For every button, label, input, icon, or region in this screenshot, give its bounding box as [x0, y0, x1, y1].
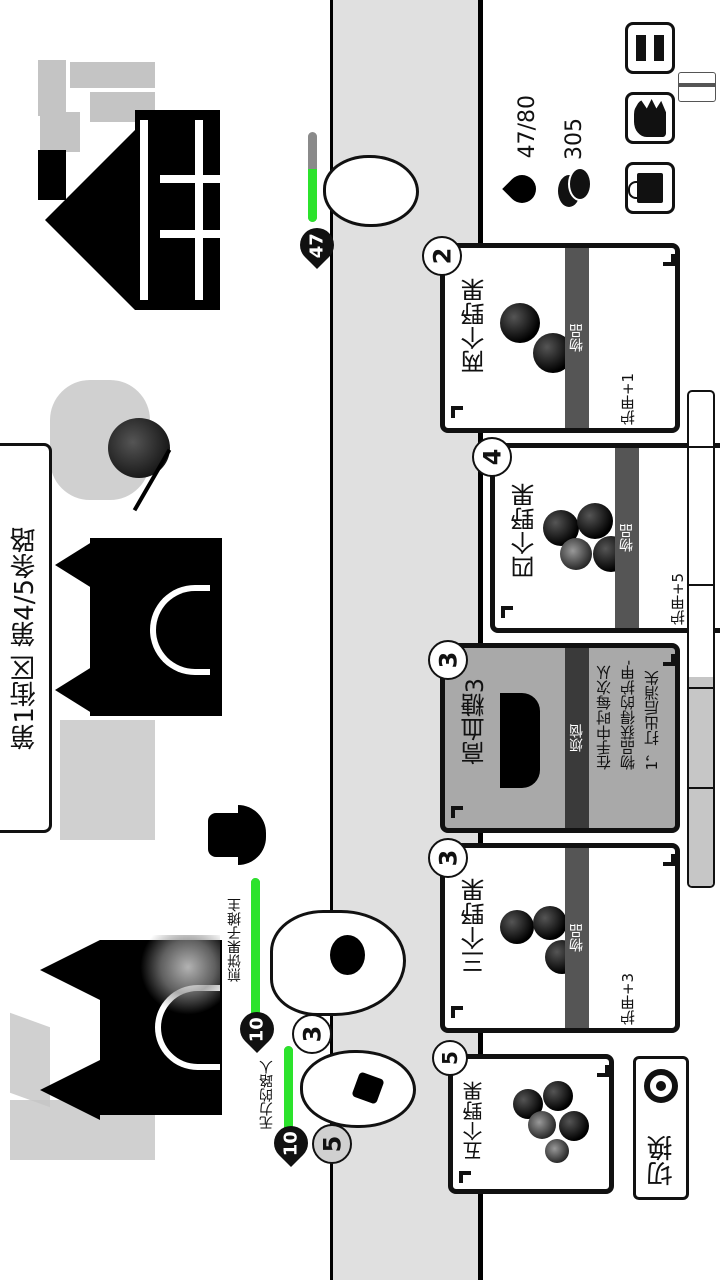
card-name: 高血糖3 [461, 678, 489, 766]
hand-card-high-blood-sugar[interactable]: 高血糖3 烦恼 在手中时每次从 物品获得的护甲- 1，打出后消失 [440, 643, 680, 833]
card-name: 三个野果 [461, 878, 489, 974]
card-name: 四个野果 [511, 483, 539, 579]
card-type-strip: 烦恼 [565, 648, 589, 828]
enemy-intent-badge: 3 [292, 1014, 332, 1054]
pause-icon [636, 35, 664, 61]
deck-hand-button[interactable] [625, 92, 675, 144]
hand-scrollbar[interactable] [687, 390, 715, 888]
card-description: 护甲+3 [619, 973, 637, 1026]
player-hp-text: 47/80 [515, 95, 540, 159]
pause-button[interactable] [625, 22, 675, 74]
card-type-strip: 物品 [565, 848, 589, 1028]
district-label: 第1街区 第4/5条路 [10, 526, 40, 750]
card-cost-badge: 3 [428, 640, 468, 680]
card-cost-badge: 3 [428, 838, 468, 878]
swap-label: 切换 [646, 1135, 677, 1187]
enemy-intent-badge: 5 [312, 1124, 352, 1164]
swap-button[interactable]: 切换 [633, 1056, 689, 1200]
card-name: 五个野果 [462, 1081, 486, 1161]
coin-stack-icon [558, 165, 592, 209]
scrollbar-thumb[interactable] [689, 677, 713, 886]
enemy-name: 无力的路人 [259, 1060, 275, 1130]
hand-card-five-berries[interactable]: 五个野果 [448, 1054, 614, 1194]
district-banner: 第1街区 第4/5条路 [0, 443, 52, 833]
player-sprite [323, 155, 419, 227]
enemy-hp-bar [251, 878, 260, 1018]
player-hp-bar [308, 132, 317, 222]
heart-icon [502, 169, 542, 209]
roof [45, 130, 135, 310]
coin-count: 305 [562, 118, 587, 160]
hand-card-four-berries[interactable]: 四个野果 物品 护甲+5 [490, 443, 720, 633]
shopping-bag-icon [628, 173, 663, 203]
card-cost-badge: 2 [422, 236, 462, 276]
card-type-strip: 物品 [615, 448, 639, 628]
card-name: 两个野果 [461, 278, 489, 374]
enemy-hp-bar [284, 1046, 293, 1132]
enemy-mouth [330, 935, 365, 975]
card-cost-badge: 4 [472, 437, 512, 477]
shop-button[interactable] [625, 162, 675, 214]
hand-icon [634, 99, 666, 137]
cupcake-icon [208, 805, 266, 865]
card-description: 在手中时每次从 物品获得的护甲- 1，打出后消失 [595, 660, 661, 771]
bird [108, 418, 170, 478]
road-edge [478, 0, 483, 1280]
syrup-drip-icon [500, 693, 540, 788]
swap-target-icon [644, 1069, 678, 1103]
hand-card-two-berries[interactable]: 两个野果 物品 护甲+1 [440, 243, 680, 433]
enemy-name: 煎饼果子摊主 [227, 898, 243, 982]
hand-card-three-berries[interactable]: 三个野果 物品 护甲+3 [440, 843, 680, 1033]
card-description: 护甲+1 [619, 373, 637, 426]
tutorial-card-icon[interactable] [678, 72, 716, 102]
card-type-strip: 物品 [565, 248, 589, 428]
card-description: 护甲+5 [669, 573, 687, 626]
card-cost-badge: 5 [432, 1040, 468, 1076]
enemy-hp-heart: 10 [232, 1004, 282, 1054]
